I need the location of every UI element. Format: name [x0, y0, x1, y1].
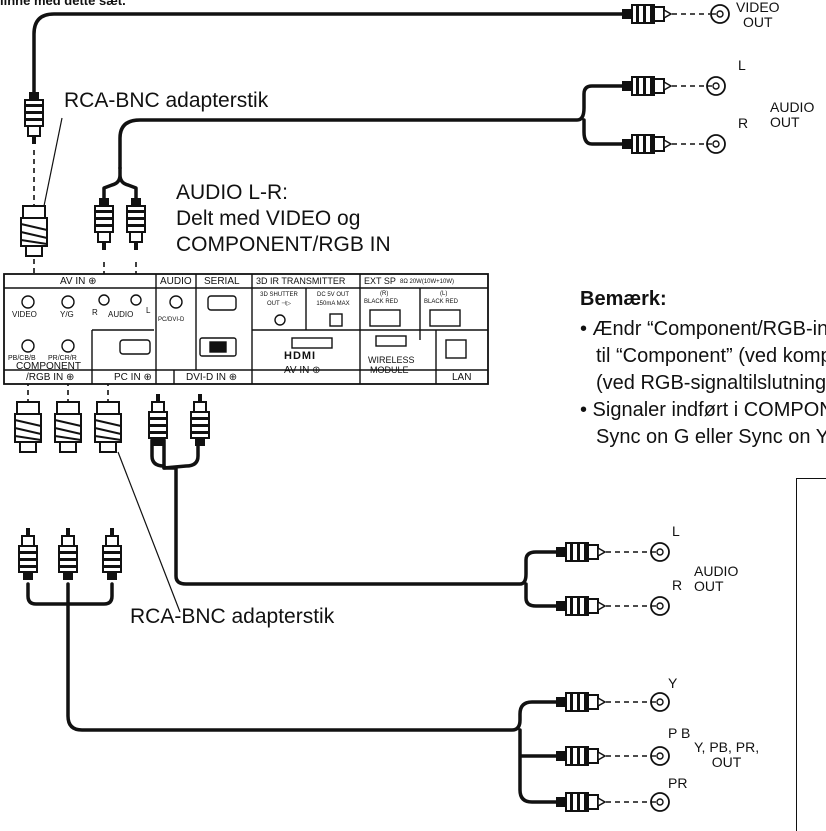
- audio-out-bottom-r: R: [672, 577, 683, 593]
- shared-audio-label: AUDIO L-R: Delt med VIDEO og COMPONENT/R…: [176, 180, 391, 258]
- audio-out-top-r: R: [738, 115, 749, 131]
- panel-dc-out: DC 5V OUT 150mA MAX: [316, 292, 350, 307]
- audio-out-bottom-line1: AUDIO: [694, 563, 739, 579]
- video-cable: [32, 12, 624, 94]
- component-out-label: Y, PB, PR, OUT: [694, 740, 759, 770]
- audio-out-top-line1: AUDIO: [770, 99, 815, 115]
- audio-out-top-line2: OUT: [770, 114, 800, 130]
- component-bundle: [26, 582, 114, 606]
- panel-pr: PR/CR/R: [48, 355, 77, 362]
- panel-hdmi-av-in: AV IN ⊕: [284, 365, 321, 376]
- video-out-label: VIDEO OUT: [736, 0, 780, 30]
- component-cable: [66, 602, 558, 804]
- side-illustration-box: [796, 478, 826, 831]
- shared-audio-line1: AUDIO L-R:: [176, 181, 289, 204]
- panel-pc-dvi: PC/DVI-D: [158, 317, 185, 323]
- component-out-line2: OUT: [711, 754, 742, 770]
- note-bullet-1-line-1: • Ændr “Component/RGB-in-valg” i “Signal…: [580, 318, 826, 340]
- panel-audio-small: AUDIO: [108, 310, 134, 319]
- audio-out-top-label: AUDIO OUT: [770, 100, 814, 130]
- panel-l-ch: (L): [440, 291, 448, 297]
- audio-cable-bottom: [162, 438, 558, 608]
- video-out-line2: OUT: [743, 14, 773, 30]
- component-out-line1: Y, PB, PR,: [694, 739, 760, 755]
- panel-serial: SERIAL: [204, 276, 240, 287]
- note-bullet-1-line-2: til “Component” (ved komponent-signaltil…: [596, 345, 826, 367]
- audio-y-split-bottom: [150, 438, 200, 470]
- video-out-line1: VIDEO: [736, 0, 780, 15]
- audio-out-top-l: L: [738, 57, 746, 73]
- panel-dvi-in: DVI-D IN ⊕: [186, 372, 238, 383]
- panel-yg: Y/G: [60, 310, 74, 319]
- shared-audio-line2: Delt med VIDEO og: [176, 207, 361, 230]
- audio-out-bottom-line2: OUT: [694, 578, 724, 594]
- audio-out-bottom-label: AUDIO OUT: [694, 564, 738, 594]
- panel-wireless: WIRELESS: [368, 355, 415, 365]
- panel-ir-transmitter: 3D IR TRANSMITTER: [256, 276, 346, 286]
- panel-lan: LAN: [452, 372, 472, 383]
- panel-r: R: [92, 308, 98, 317]
- panel-pc-in: PC IN ⊕: [114, 372, 152, 383]
- audio-y-split-top: [102, 166, 138, 200]
- note-title: Bemærk:: [580, 288, 667, 310]
- note-bullet-2-line-2: Sync on G eller Sync on Y.: [596, 426, 826, 448]
- shared-audio-line3: COMPONENT/RGB IN: [176, 233, 391, 256]
- note-bullet-1-line-3: (ved RGB-signaltilslutning).: [596, 372, 826, 394]
- terminal-panel: [3, 273, 489, 385]
- panel-rgb-in: /RGB IN ⊕: [26, 372, 75, 383]
- panel-ext-sp-spec: 8Ω 20W(10W+10W): [400, 279, 454, 285]
- cables: [26, 12, 624, 804]
- panel-r-ch: (R): [380, 291, 389, 297]
- panel-component: COMPONENT: [16, 361, 81, 372]
- panel-ext-sp: EXT SP: [364, 276, 396, 286]
- panel-black-red-l: BLACK RED: [424, 299, 459, 305]
- panel-l: L: [146, 306, 151, 315]
- panel-audio: AUDIO: [160, 276, 192, 287]
- adapter-label-top: RCA-BNC adapterstik: [64, 89, 269, 112]
- panel-module: MODULE: [370, 365, 409, 375]
- note-bullet-2-line-1: • Signaler indført i COMPONENT/RGB IN-st…: [580, 399, 826, 421]
- panel-shutter: 3D SHUTTER OUT ⊣▷: [260, 292, 298, 307]
- top-fragment-text: linne med dette sæt.: [0, 0, 126, 8]
- audio-cable-top: [118, 84, 624, 170]
- note-body: • Ændr “Component/RGB-in-valg” i “Signal…: [580, 316, 826, 451]
- panel-pb: PB/CB/B: [8, 355, 36, 362]
- adapter-label-bottom: RCA-BNC adapterstik: [130, 605, 335, 628]
- component-y: Y: [668, 675, 678, 691]
- component-pr: PR: [668, 775, 688, 791]
- panel-video: VIDEO: [12, 310, 37, 319]
- panel-black-red-r: BLACK RED: [364, 299, 399, 305]
- audio-out-bottom-l: L: [672, 523, 680, 539]
- component-pb: P B: [668, 725, 691, 741]
- panel-hdmi: HDMI: [284, 350, 317, 362]
- panel-av-in: AV IN ⊕: [60, 276, 97, 287]
